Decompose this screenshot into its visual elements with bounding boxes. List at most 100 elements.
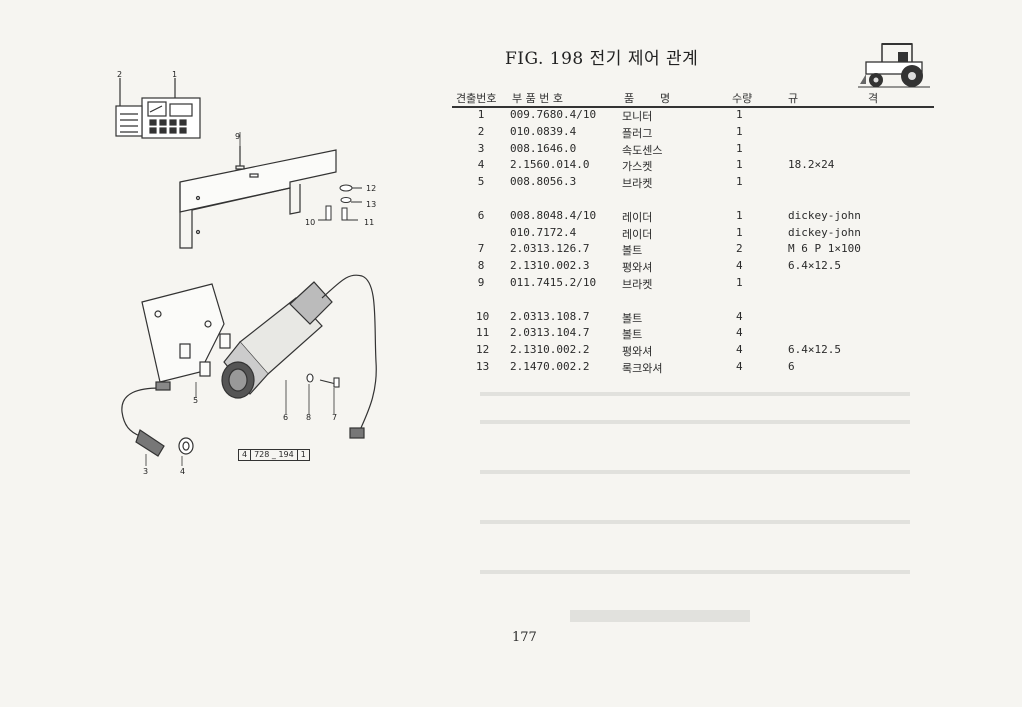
item-number-cell: 13 (476, 359, 490, 373)
part-name-cell: 레이더 (622, 227, 653, 241)
quantity-cell: 4 (736, 309, 743, 323)
item-number-cell: 8 (477, 259, 485, 273)
table-row: 9 011.7415.2/10 브라켓 1 (452, 276, 934, 293)
quantity-cell: 1 (736, 225, 743, 239)
callout-4: 4 (180, 467, 186, 476)
part-number-cell: 008.8056.3 (510, 175, 577, 189)
exploded-parts-diagram (115, 78, 377, 466)
callout-3: 3 (143, 467, 149, 476)
callout-6: 6 (283, 413, 289, 422)
item-number-cell: 11 (476, 326, 490, 340)
bleed-through-shadow (480, 392, 910, 622)
part-number-cell: 010.7172.4 (510, 225, 577, 239)
callout-7: 7 (332, 413, 338, 422)
part-name-cell: 플러그 (622, 126, 653, 140)
item-number-cell: 9 (477, 275, 485, 289)
spec-cell: 6 (788, 359, 795, 373)
table-row: 2 010.0839.4 플러그 1 (452, 125, 934, 142)
bracket-part-drawing (179, 146, 337, 249)
parts-table: 견출번호 부 품 번 호 품 명 수량 규 격 1 009.7680.4/10 모니… (452, 90, 934, 377)
table-row: 8 2.1310.002.3 평와셔 4 6.4×12.5 (452, 259, 934, 276)
part-name-cell: 속도센스 (622, 143, 663, 157)
item-number-cell: 12 (476, 343, 490, 357)
table-row: 12 2.1310.002.2 평와셔 4 6.4×12.5 (452, 343, 934, 360)
figure-title: FIG. 198 전기 제어 관계 (505, 49, 699, 69)
part-number-cell: 2.1310.002.3 (510, 259, 590, 273)
part-number-cell: 008.1646.0 (510, 141, 577, 155)
part-name-cell: 평와셔 (622, 345, 653, 359)
callout-11: 11 (364, 218, 375, 227)
item-number-cell: 5 (477, 175, 485, 189)
spec-cell: 6.4×12.5 (788, 259, 841, 273)
spec-cell: 18.2×24 (788, 158, 835, 172)
tractor-thumbnail-icon (858, 43, 930, 88)
item-number-cell: 4 (477, 158, 485, 172)
table-row (452, 192, 934, 209)
item-number-cell: 6 (477, 208, 485, 222)
quantity-cell: 4 (736, 259, 743, 273)
callout-10: 10 (305, 218, 316, 227)
item-number-cell: 10 (476, 309, 490, 323)
quantity-cell: 4 (736, 359, 743, 373)
part-name-cell: 브라켓 (622, 177, 653, 191)
quantity-cell: 2 (736, 242, 743, 256)
part-name-cell: 볼트 (622, 311, 643, 325)
spec-cell: M 6 P 1×100 (788, 242, 861, 256)
callout-1: 1 (172, 70, 178, 79)
part-name-cell: 볼트 (622, 328, 643, 342)
quantity-cell: 1 (736, 124, 743, 138)
quantity-cell: 1 (736, 175, 743, 189)
callout-13: 13 (366, 200, 377, 209)
part-number-cell: 010.0839.4 (510, 124, 577, 138)
part-name-cell: 브라켓 (622, 277, 653, 291)
part-number-cell: 2.1560.014.0 (510, 158, 590, 172)
callout-12: 12 (366, 184, 377, 193)
spec-cell: 6.4×12.5 (788, 343, 841, 357)
part-number-cell: 2.0313.126.7 (510, 242, 590, 256)
part-number-cell: 2.0313.108.7 (510, 309, 590, 323)
part-number-cell: 009.7680.4/10 (510, 108, 597, 121)
speed-sensor-drawing (121, 381, 194, 457)
quantity-cell: 1 (736, 108, 743, 121)
part-number-cell: 2.1470.002.2 (510, 359, 590, 373)
table-row: 3 008.1646.0 속도센스 1 (452, 142, 934, 159)
fasteners-drawing (318, 184, 362, 221)
callout-8: 8 (306, 413, 312, 422)
part-name-cell: 모니터 (622, 110, 653, 123)
part-number-cell: 2.1310.002.2 (510, 343, 590, 357)
parts-table-header: 견출번호 부 품 번 호 품 명 수량 규 격 (456, 92, 879, 105)
bolt-washer-drawing (306, 373, 340, 388)
callout-9: 9 (235, 132, 241, 141)
quantity-cell: 4 (736, 343, 743, 357)
part-number-cell: 011.7415.2/10 (510, 275, 597, 289)
table-row (452, 293, 934, 310)
table-row: 5 008.8056.3 브라켓 1 (452, 175, 934, 192)
spec-cell: dickey-john (788, 225, 861, 239)
callout-5: 5 (193, 396, 199, 405)
table-row: 4 2.1560.014.0 가스켓 1 18.2×24 (452, 158, 934, 175)
quantity-cell: 1 (736, 141, 743, 155)
part-number-cell: 008.8048.4/10 (510, 208, 597, 222)
table-row: 010.7172.4 레이더 1 dickey-john (452, 226, 934, 243)
part-name-cell: 가스켓 (622, 160, 653, 174)
radar-bracket-drawing (141, 283, 231, 383)
quantity-cell: 1 (736, 275, 743, 289)
item-number-cell: 2 (477, 124, 485, 138)
item-number-cell: 7 (477, 242, 485, 256)
table-row: 10 2.0313.108.7 볼트 4 (452, 310, 934, 327)
part-number-cell: 2.0313.104.7 (510, 326, 590, 340)
item-number-cell: 3 (477, 141, 485, 155)
part-name-cell: 레이더 (622, 210, 653, 224)
callout-2: 2 (117, 70, 123, 79)
part-name-cell: 록크와셔 (622, 361, 663, 375)
part-name-cell: 평와셔 (622, 261, 653, 275)
quantity-cell: 1 (736, 208, 743, 222)
drawing-reference-box: 4 728 _ 194 1 (238, 449, 310, 461)
quantity-cell: 1 (736, 158, 743, 172)
